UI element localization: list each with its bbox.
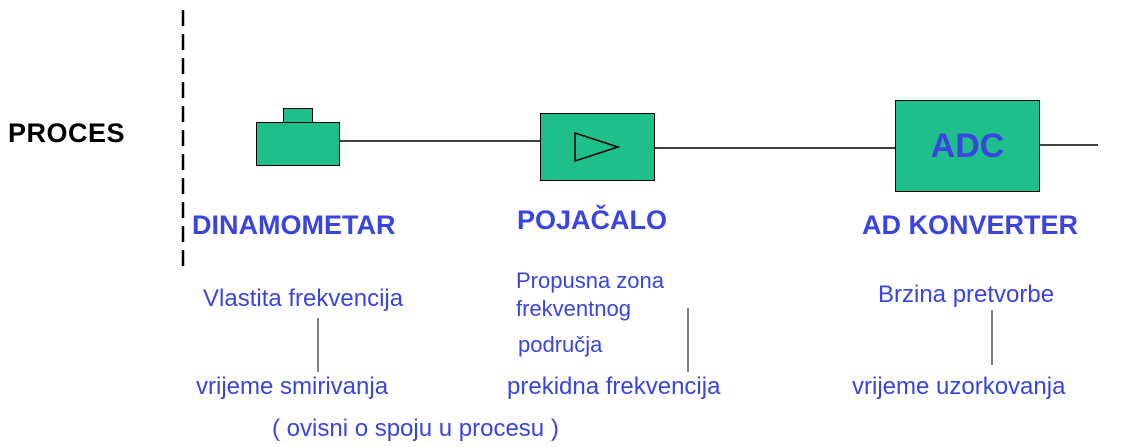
dinamometar-note: ( ovisni o spoju u procesu ) bbox=[272, 415, 559, 442]
pojacalo-derived: prekidna frekvencija bbox=[507, 373, 721, 400]
dinamometar-symbol bbox=[256, 122, 340, 166]
adc-box: ADC bbox=[895, 100, 1040, 192]
pojacalo-property-line-1: Propusna zona bbox=[516, 268, 664, 293]
dinamometar-derived: vrijeme smirivanja bbox=[196, 373, 389, 400]
pojacalo-box bbox=[540, 113, 655, 181]
pojacalo-property-line-3: područja bbox=[518, 332, 603, 357]
pojacalo-title: POJAČALO bbox=[517, 205, 668, 235]
process-label: PROCES bbox=[8, 118, 126, 148]
ad-konverter-title: AD KONVERTER bbox=[862, 210, 1079, 240]
dinamometar-property: Vlastita frekvencija bbox=[203, 285, 404, 312]
adc-box-label: ADC bbox=[930, 126, 1005, 165]
adc-derived: vrijeme uzorkovanja bbox=[852, 373, 1066, 400]
pojacalo-property-line-2: frekventnog bbox=[516, 296, 631, 321]
amplifier-triangle-icon bbox=[573, 131, 620, 162]
adc-property: Brzina pretvorbe bbox=[878, 281, 1055, 308]
dinamometar-title: DINAMOMETAR bbox=[192, 210, 396, 240]
